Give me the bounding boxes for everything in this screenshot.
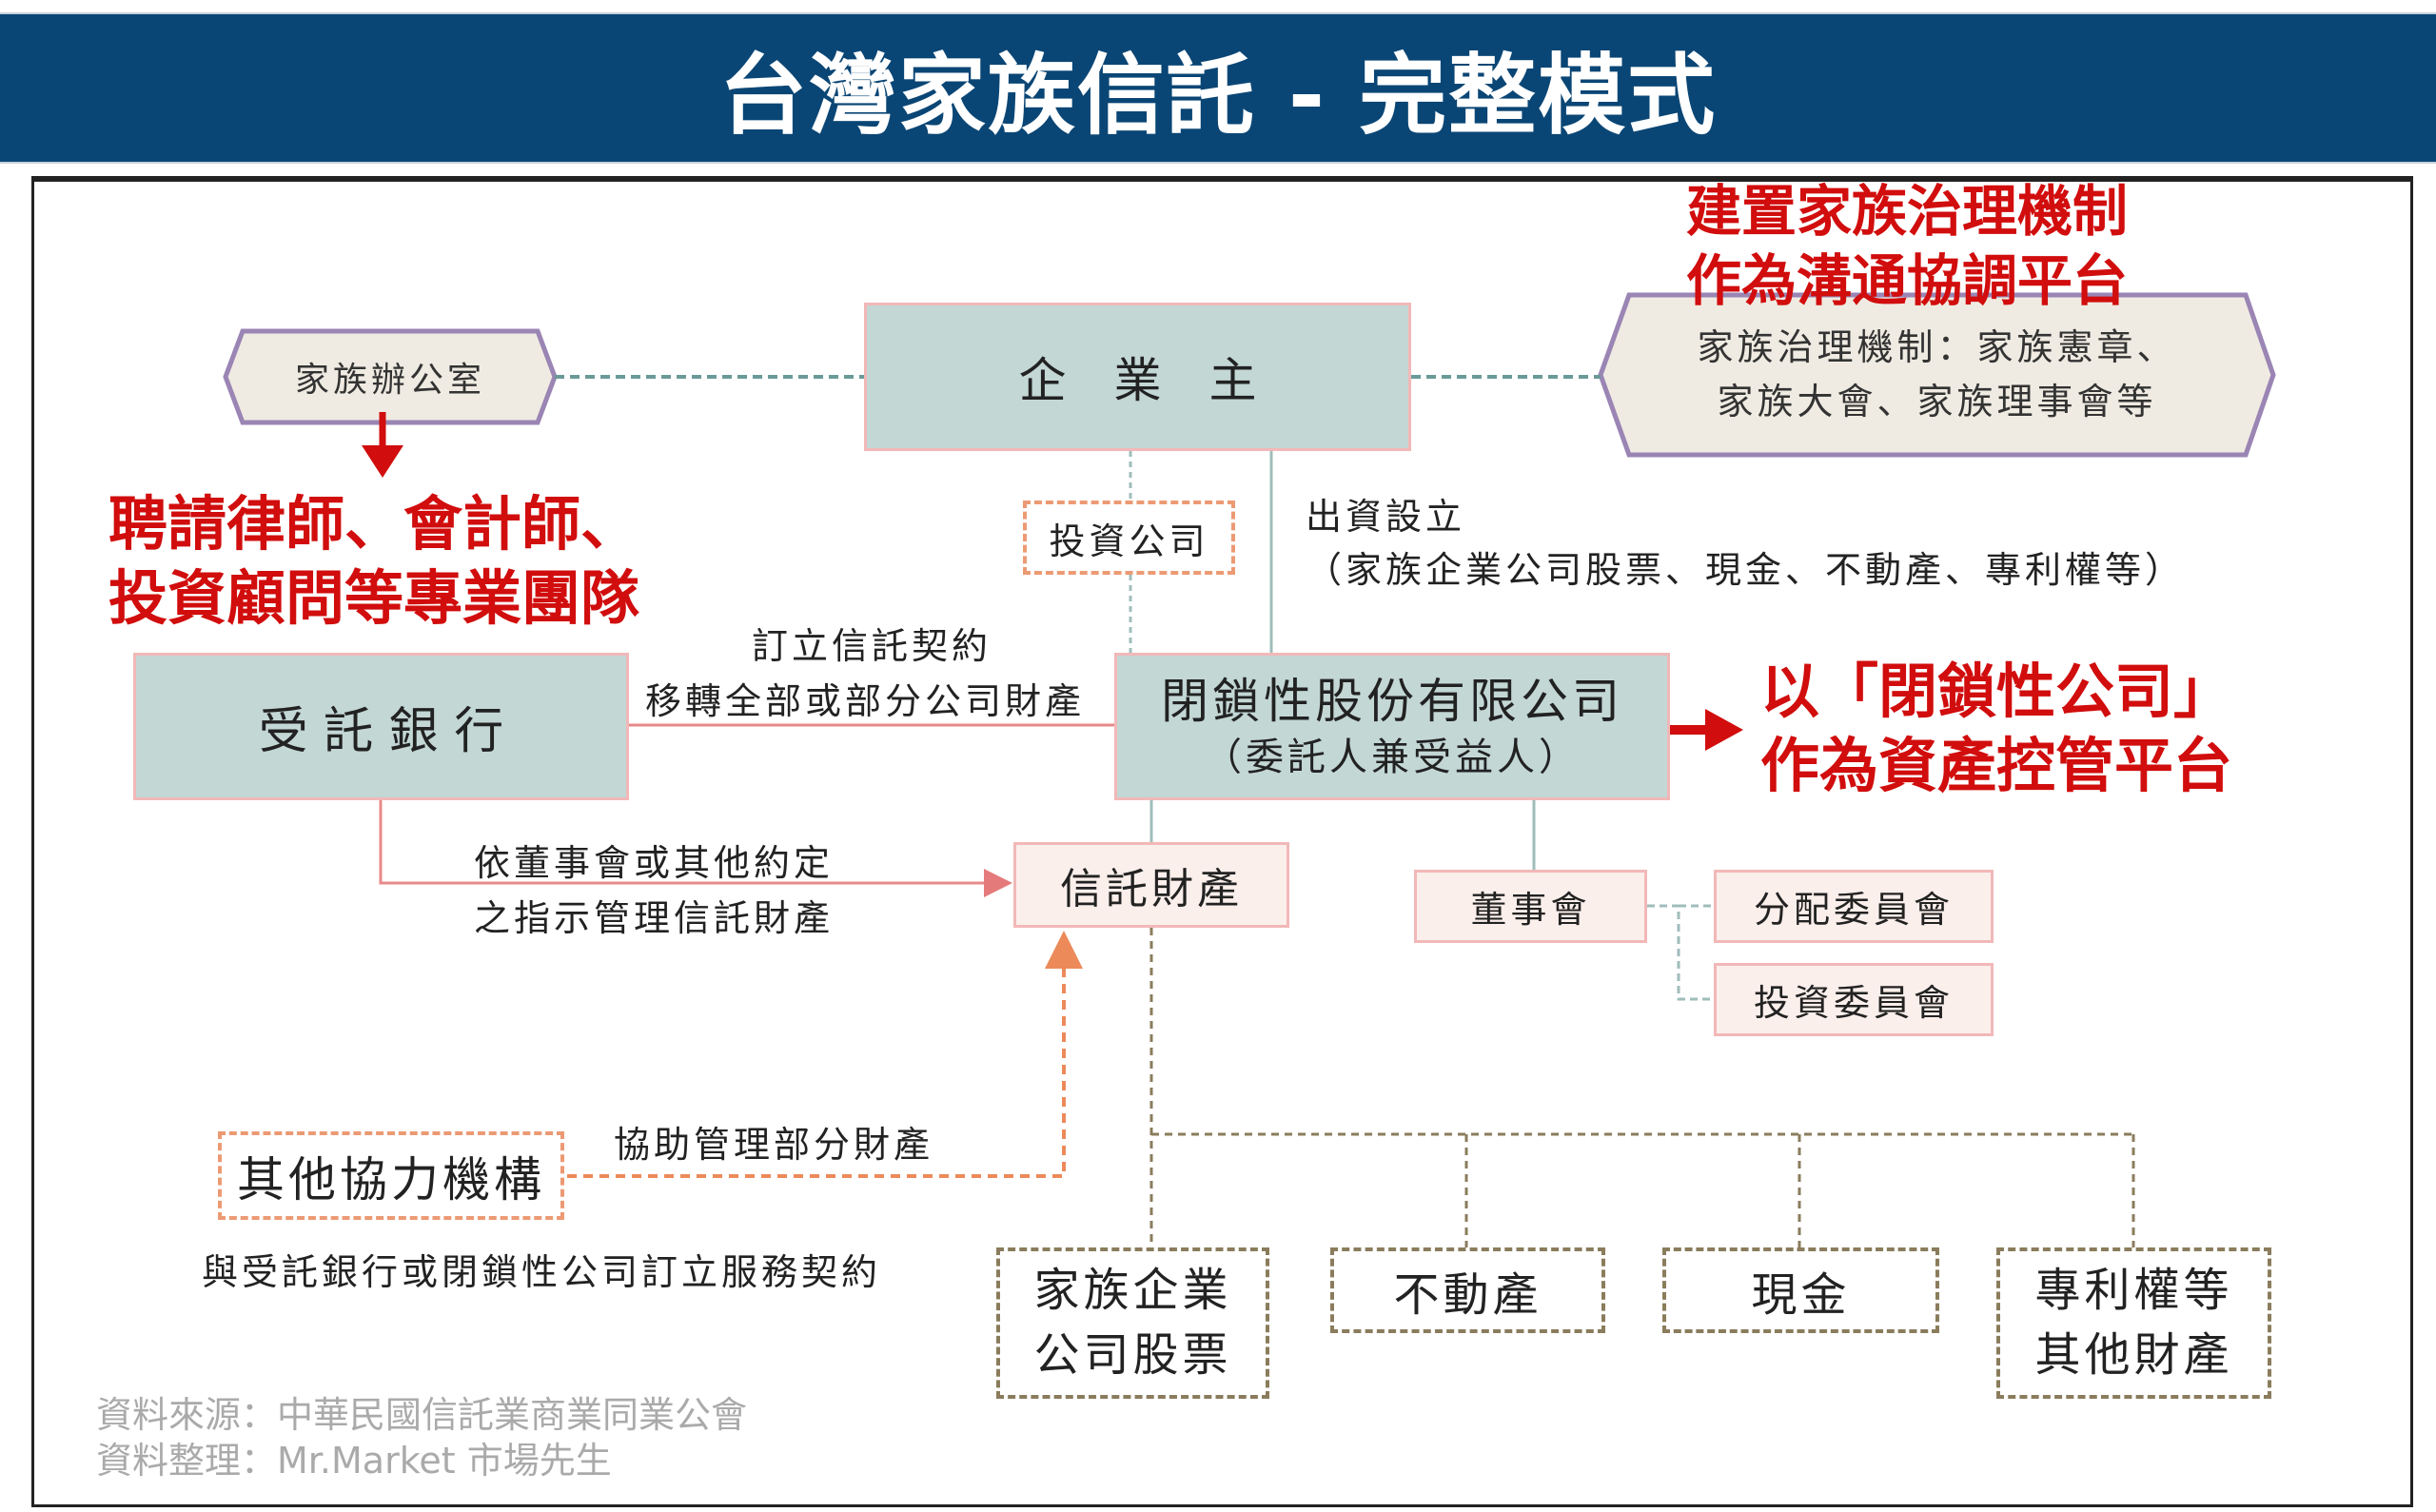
title-banner: 台灣家族信託 - 完整模式 <box>0 12 2436 164</box>
governance-text-line1: 家族治理機制：家族憲章、 <box>1697 326 2177 368</box>
asset-label: 專利權等 <box>2034 1264 2233 1318</box>
service-contract-label: 與受託銀行或閉鎖性公司訂立服務契約 <box>202 1251 882 1293</box>
holding-annotation: 以「閉鎖性公司」 作為資產控管平台 <box>1760 655 2232 802</box>
family-office-hexagon <box>223 328 558 425</box>
other-institutions-label: 其他協力機構 <box>237 1151 545 1208</box>
asset-label: 現金 <box>1751 1268 1851 1322</box>
closed-company-sublabel: （委託人兼受益人） <box>1204 736 1581 779</box>
diagram-frame <box>31 176 2413 1507</box>
asset-node-cash: 現金 <box>1662 1247 1939 1333</box>
asset-label: 公司股票 <box>1033 1327 1232 1382</box>
manage-instruction-label: 之指示管理信託財產 <box>474 897 835 939</box>
business-owner-label: 企 業 主 <box>1018 353 1257 408</box>
trustee-bank-node: 受 託 銀 行 <box>133 653 629 800</box>
investment-company-node: 投資公司 <box>1023 501 1235 575</box>
transfer-label: 移轉全部或部分公司財產 <box>645 680 1086 722</box>
closed-company-node: 閉鎖性股份有限公司 （委託人兼受益人） <box>1114 653 1670 800</box>
governance-annotation: 建置家族治理機制 作為溝通協調平台 <box>1686 177 2128 315</box>
investment-company-label: 投資公司 <box>1049 520 1209 562</box>
asset-node-patents: 專利權等 其他財產 <box>1996 1247 2271 1399</box>
team-annotation: 聘請律師、會計師、 投資顧問等專業團隊 <box>108 487 639 635</box>
source-text: 資料來源：中華民國信託業商業同業公會 <box>96 1394 748 1436</box>
contract-label: 訂立信託契約 <box>752 625 992 667</box>
compiled-by-text: 資料整理：Mr.Market 市場先生 <box>96 1440 612 1482</box>
business-owner-node: 企 業 主 <box>864 303 1411 451</box>
trustee-bank-label: 受 託 銀 行 <box>258 703 504 760</box>
investment-committee-label: 投資委員會 <box>1753 982 1954 1024</box>
family-office-node: 家族辦公室 <box>294 361 485 400</box>
governance-node: 家族治理機制：家族憲章、 家族大會、家族理事會等 <box>1601 295 2273 455</box>
red-down-arrow-icon <box>362 412 403 478</box>
distribution-committee-label: 分配委員會 <box>1753 889 1954 931</box>
closed-company-label: 閉鎖性股份有限公司 <box>1161 674 1623 729</box>
red-right-arrow-icon <box>1660 709 1743 751</box>
holding-annotation-line1: 以「閉鎖性公司」 <box>1760 657 2233 726</box>
governance-annotation-line1: 建置家族治理機制 <box>1686 179 2129 244</box>
asset-label: 其他財產 <box>2034 1327 2233 1382</box>
asset-node-real-estate: 不動產 <box>1330 1247 1605 1333</box>
governance-text-line2: 家族大會、家族理事會等 <box>1717 381 2157 422</box>
page-title: 台灣家族信託 - 完整模式 <box>718 45 1718 147</box>
funding-detail-label: （家族企業公司股票、現金、不動產、專利權等） <box>1306 549 2186 591</box>
assist-label: 協助管理部分財產 <box>614 1124 934 1166</box>
asset-node-stock: 家族企業 公司股票 <box>996 1247 1269 1399</box>
team-annotation-line2: 投資顧問等專業團隊 <box>108 562 640 633</box>
governance-annotation-line2: 作為溝通協調平台 <box>1686 247 2129 313</box>
holding-annotation-line2: 作為資產控管平台 <box>1760 730 2233 800</box>
asset-label: 家族企業 <box>1033 1264 1232 1318</box>
board-node: 董事會 <box>1414 870 1647 943</box>
board-label: 董事會 <box>1470 889 1591 931</box>
trust-property-label: 信託財產 <box>1060 865 1243 913</box>
trust-property-node: 信託財產 <box>1013 842 1289 928</box>
asset-label: 不動產 <box>1393 1268 1542 1322</box>
manage-label: 依董事會或其他約定 <box>474 842 835 884</box>
team-annotation-line1: 聘請律師、會計師、 <box>108 489 640 559</box>
distribution-committee-node: 分配委員會 <box>1714 870 1994 943</box>
other-institutions-node: 其他協力機構 <box>218 1131 564 1220</box>
investment-committee-node: 投資委員會 <box>1714 963 1994 1036</box>
funding-label: 出資設立 <box>1306 496 1466 538</box>
